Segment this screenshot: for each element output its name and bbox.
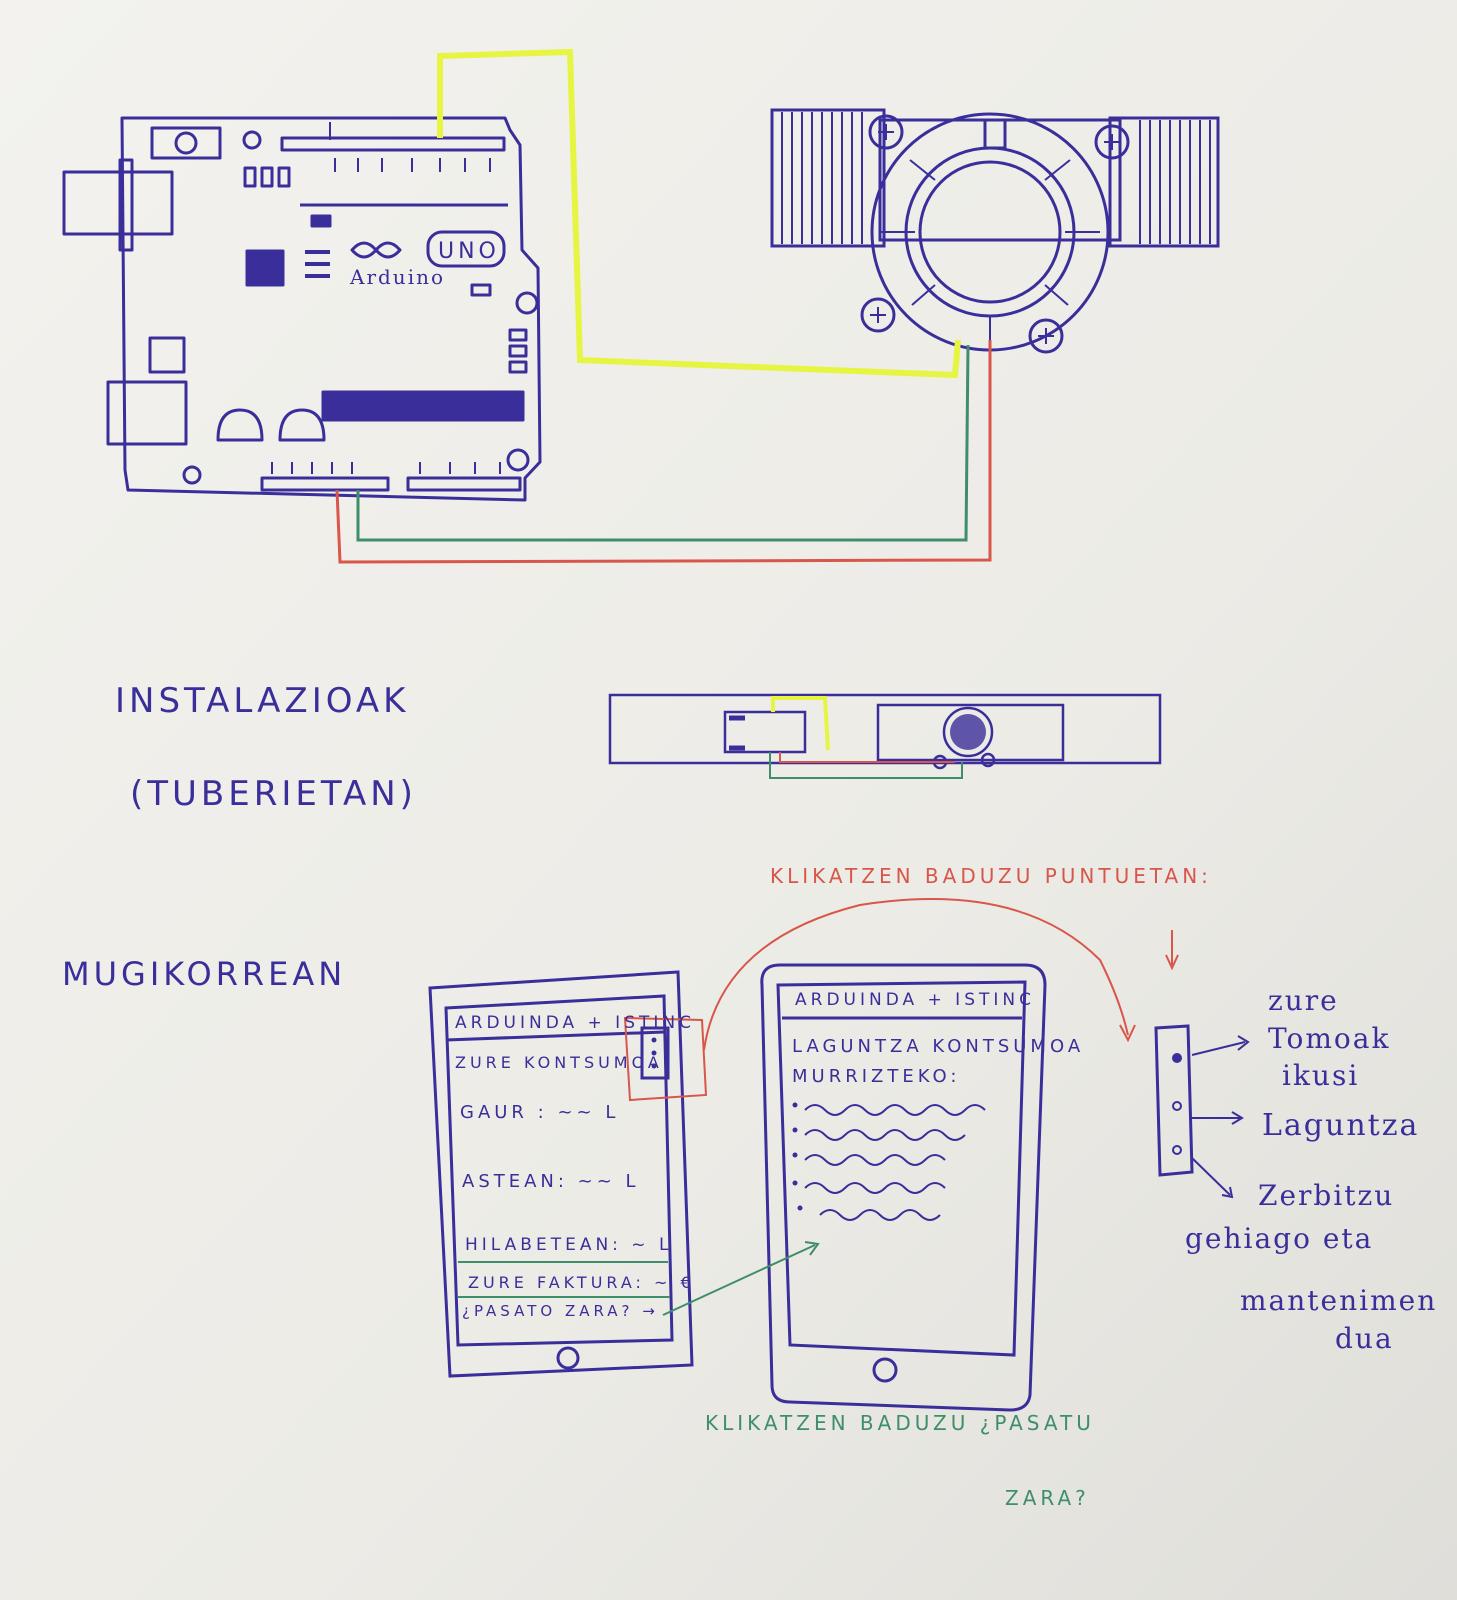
menu-dot-2[interactable] bbox=[1172, 1101, 1182, 1111]
phone-1-consumption: ZURE KONTSUMOA: bbox=[455, 1053, 672, 1072]
dots-menu-button bbox=[640, 1026, 670, 1080]
green-arrow-to-phone-2 bbox=[662, 1244, 816, 1316]
phone-2-home-button bbox=[872, 1357, 898, 1383]
analog-header bbox=[406, 476, 522, 492]
phone-1-today: GAUR : ~~ L bbox=[460, 1102, 619, 1123]
red-wire bbox=[335, 340, 992, 564]
red-arrow-to-menu bbox=[703, 898, 1129, 1051]
phone-1-body bbox=[428, 970, 694, 1378]
power-header bbox=[260, 476, 390, 492]
click-passed-label-2: ZARA? bbox=[1005, 1486, 1090, 1510]
phone-2-screen bbox=[776, 980, 1027, 1357]
menu-dot-3[interactable] bbox=[1172, 1145, 1182, 1155]
phone-2-help-line1: LAGUNTZA KONTSUMOA bbox=[792, 1036, 1084, 1057]
sensor-thread-right bbox=[1108, 116, 1220, 248]
menu-item-1-line1[interactable]: zure bbox=[1268, 984, 1339, 1017]
arduino-brand-label: Arduino bbox=[349, 265, 445, 289]
phone-1-home-button bbox=[556, 1346, 580, 1370]
atmega-chip bbox=[321, 390, 525, 422]
phone-2-placeholder-list bbox=[804, 1104, 986, 1221]
phone-2-help-line2: MURRIZTEKO: bbox=[792, 1066, 960, 1087]
menu-dot-1[interactable] bbox=[1172, 1053, 1182, 1063]
chip bbox=[245, 249, 285, 287]
phone-1-title: ARDUINDA + ISTINC bbox=[455, 1013, 695, 1033]
click-passed-label-1: KLIKATZEN BADUZU ¿PASATU bbox=[705, 1411, 1095, 1435]
usb-port bbox=[106, 380, 188, 446]
menu-item-3-line1[interactable]: Zerbitzu bbox=[1258, 1179, 1394, 1212]
phone-1-passed-link[interactable]: ¿PASATO ZARA? → bbox=[462, 1302, 659, 1320]
green-wire bbox=[356, 344, 970, 542]
sensor-threads bbox=[781, 112, 1211, 344]
menu-item-1-line2[interactable]: Tomoak bbox=[1268, 1022, 1390, 1055]
mobile-label: MUGIKORREAN bbox=[62, 955, 346, 993]
click-dots-label: KLIKATZEN BADUZU PUNTUETAN: bbox=[770, 864, 1212, 888]
phone-1-week: ASTEAN: ~~ L bbox=[462, 1171, 640, 1192]
reset-button bbox=[150, 126, 222, 160]
installations-label: INSTALAZIOAK bbox=[115, 681, 409, 721]
phone-2 bbox=[760, 963, 1047, 1412]
menu-item-1-line3[interactable]: ikusi bbox=[1282, 1059, 1359, 1092]
power-jack bbox=[62, 170, 174, 236]
phone-1-screen bbox=[444, 994, 674, 1347]
uno-label: UNO bbox=[438, 239, 500, 264]
dots-highlight bbox=[623, 1016, 708, 1102]
yellow-wire bbox=[437, 48, 961, 379]
phone-2-title: ARDUINDA + ISTINC bbox=[795, 990, 1035, 1010]
menu-dots-zoom bbox=[1154, 1024, 1194, 1177]
phone-1-bill: ZURE FAKTURA: ~ € bbox=[468, 1273, 695, 1292]
arduino-board bbox=[62, 116, 542, 502]
menu-item-3-line2[interactable]: gehiago eta bbox=[1185, 1222, 1373, 1255]
menu-item-3-line4[interactable]: dua bbox=[1335, 1322, 1394, 1355]
menu-item-2[interactable]: Laguntza bbox=[1262, 1108, 1419, 1143]
menu-item-3-line3[interactable]: mantenimen bbox=[1240, 1284, 1437, 1317]
phone-2-body bbox=[760, 963, 1047, 1412]
phone-1 bbox=[428, 970, 694, 1378]
phone-1-month: HILABETEAN: ~ L bbox=[465, 1235, 672, 1255]
installations-sub-label: (TUBERIETAN) bbox=[130, 774, 417, 814]
uno-badge bbox=[426, 230, 506, 268]
digital-header bbox=[280, 136, 506, 152]
